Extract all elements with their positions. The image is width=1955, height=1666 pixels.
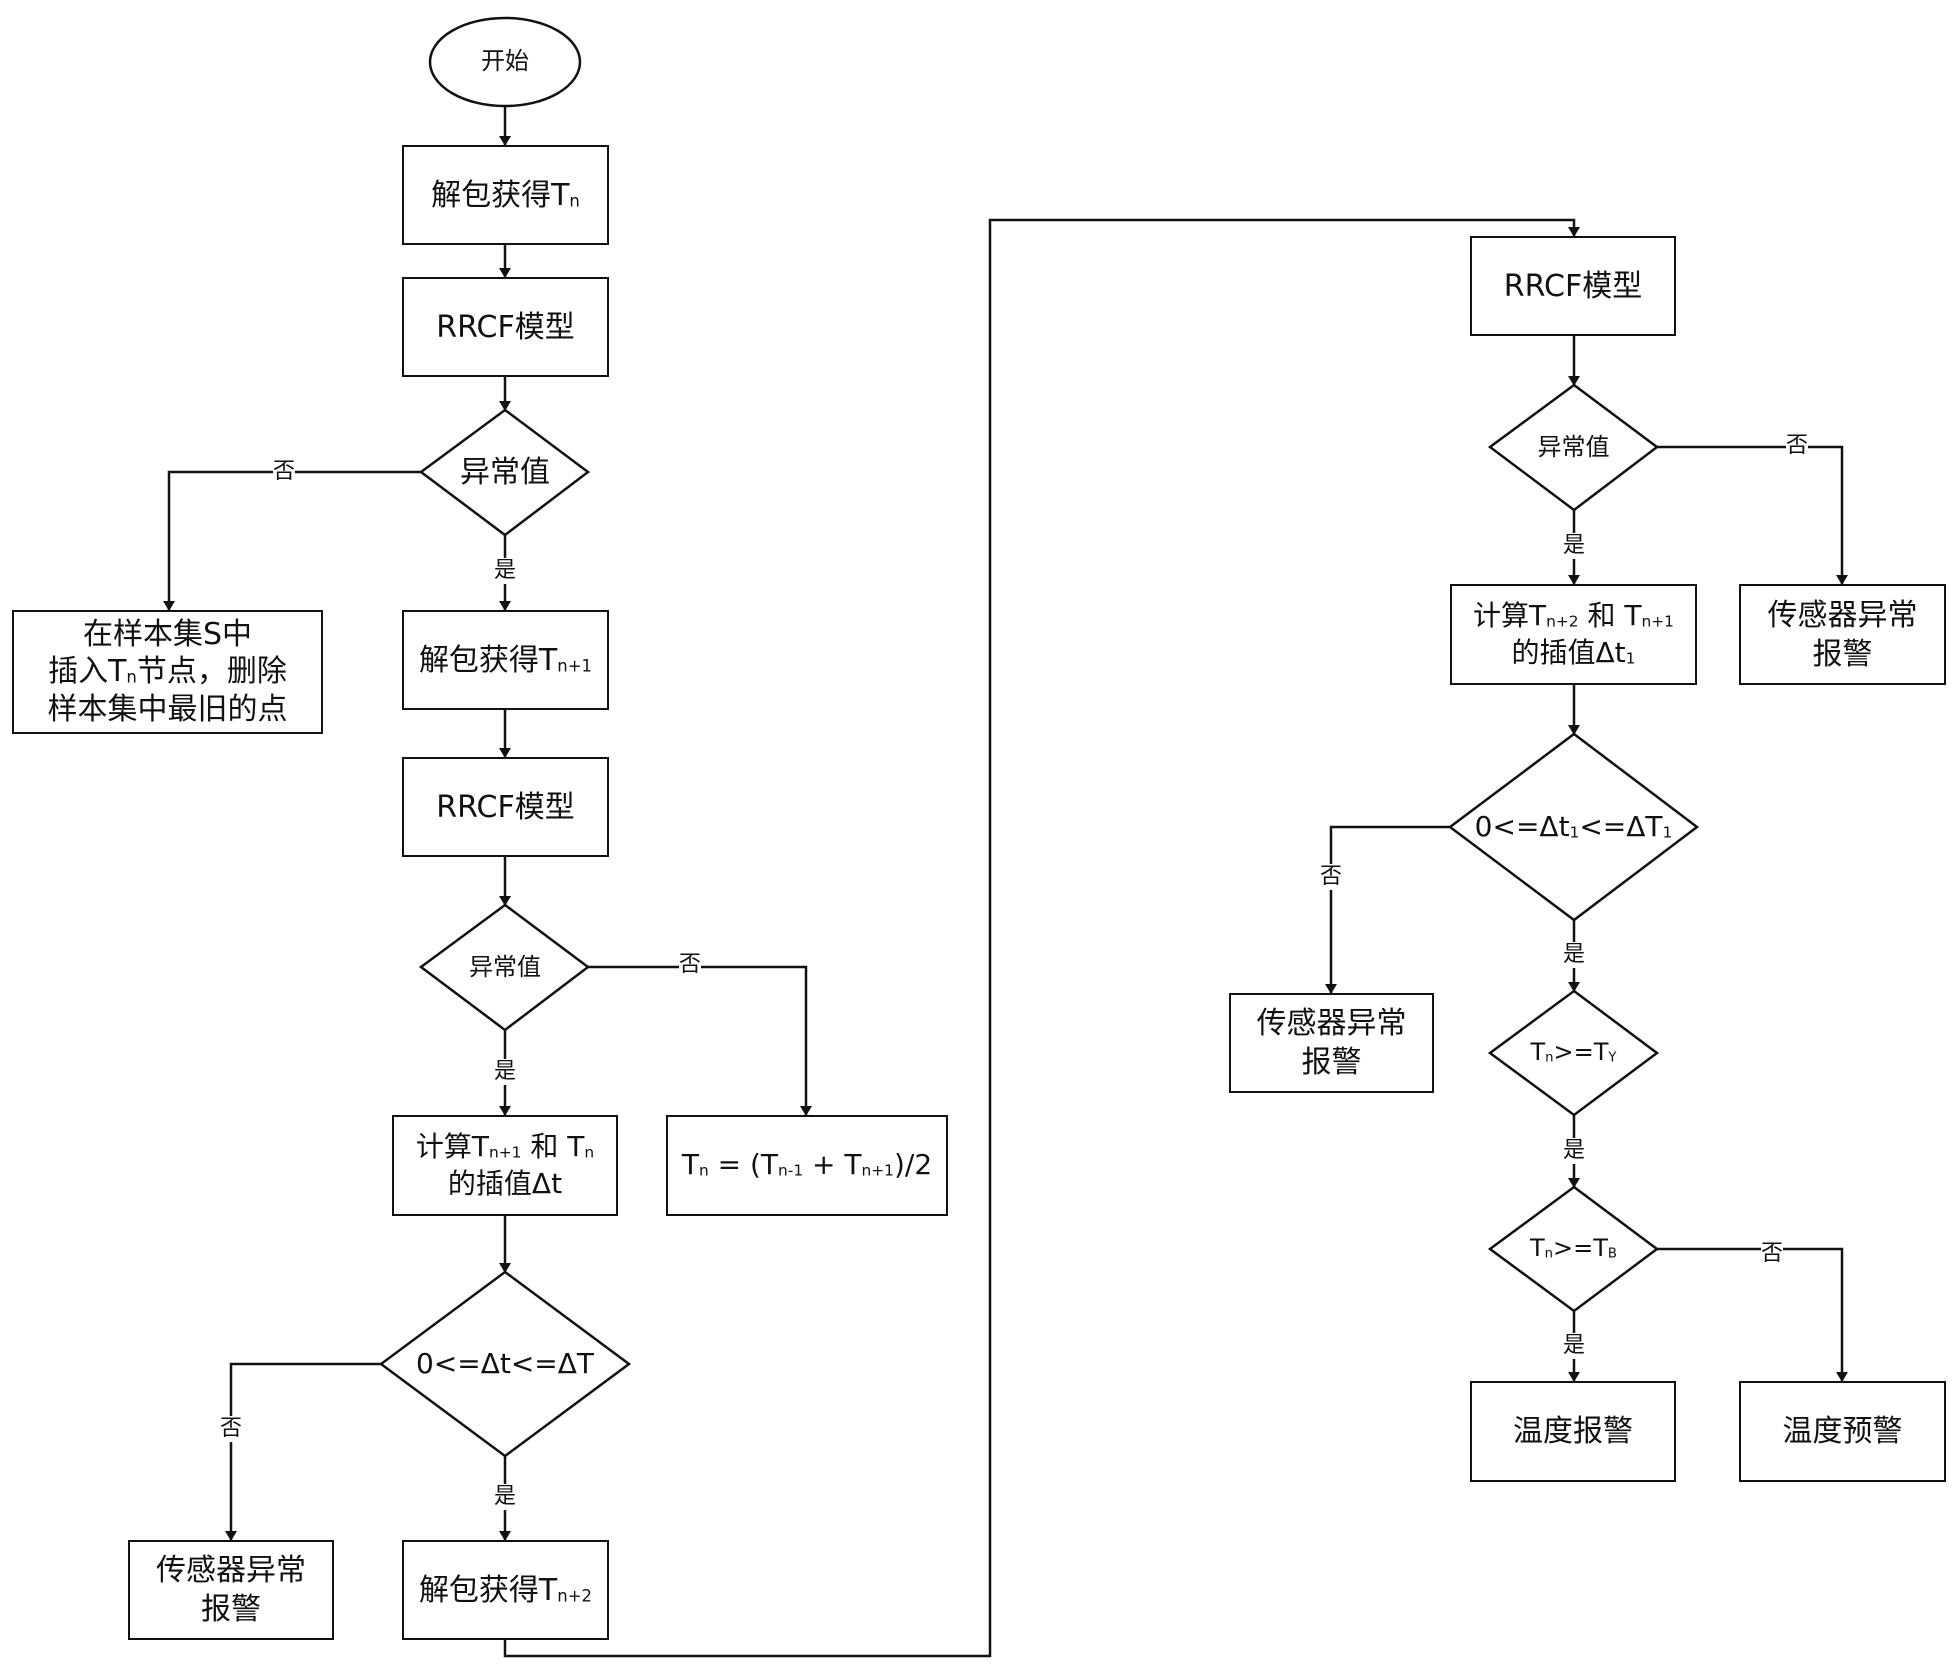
edge-label-yes: 是 bbox=[493, 1484, 517, 1510]
edge-range2-no bbox=[1325, 825, 1450, 994]
sensor-alarm-1-line2: 报警 bbox=[201, 1592, 261, 1627]
calc-dt1-line2: 的插值Δt1 bbox=[1511, 635, 1636, 669]
replace-tn-formula: Tn = (Tn-1 + Tn+1)/2 bbox=[681, 1148, 933, 1182]
sensor-alarm-3-line1: 传感器异常 bbox=[1256, 1006, 1407, 1041]
edge-anomaly1-no bbox=[163, 470, 421, 611]
insert-sample-line2: 插入Tn节点，删除 bbox=[48, 654, 287, 690]
anomaly-label-2: 异常值 bbox=[469, 952, 541, 981]
compare-tb-label: Tn>=TB bbox=[1530, 1234, 1617, 1263]
calc-dt-line1: 计算Tn+1 和 Tn bbox=[415, 1130, 595, 1164]
edge-unpack2-to-rrcf3 bbox=[503, 218, 1580, 1658]
unpack-tn1-box: 解包获得Tn+1 bbox=[402, 610, 609, 710]
compare-ty-label: Tn>=TY bbox=[1530, 1038, 1617, 1067]
calc-dt1-box: 计算Tn+2 和 Tn+1 的插值Δt1 bbox=[1450, 584, 1697, 685]
unpack-tn2-label: 解包获得Tn+2 bbox=[418, 1572, 593, 1608]
anomaly-label-3: 异常值 bbox=[1537, 432, 1610, 461]
anomaly-label-1: 异常值 bbox=[460, 455, 550, 490]
insert-sample-line1: 在样本集S中 bbox=[82, 616, 253, 652]
anomaly-decision-3: 异常值 bbox=[1490, 385, 1657, 510]
sensor-alarm-2-line2: 报警 bbox=[1812, 636, 1873, 672]
edge-label-no: 否 bbox=[219, 1416, 243, 1442]
rrcf-model-label-3: RRCF模型 bbox=[1503, 268, 1643, 304]
compare-ty-decision: Tn>=TY bbox=[1490, 991, 1657, 1115]
sensor-alarm-box-3: 传感器异常 报警 bbox=[1229, 993, 1434, 1093]
edge-label-yes: 是 bbox=[1562, 942, 1586, 968]
edge-range1-no bbox=[225, 1362, 381, 1541]
unpack-tn-label: 解包获得Tn bbox=[431, 177, 580, 213]
range-check-decision-1: 0<=Δt<=ΔT bbox=[381, 1272, 629, 1456]
rrcf-model-label-1: RRCF模型 bbox=[436, 309, 575, 345]
unpack-tn-box: 解包获得Tn bbox=[402, 145, 609, 245]
edge-tb-no bbox=[1657, 1247, 1848, 1382]
insert-sample-line3: 样本集中最旧的点 bbox=[47, 691, 288, 727]
start-terminal: 开始 bbox=[430, 18, 580, 106]
edge-label-no: 否 bbox=[272, 459, 296, 485]
sensor-alarm-box-1: 传感器异常 报警 bbox=[128, 1540, 334, 1640]
temp-warning-box: 温度预警 bbox=[1739, 1381, 1946, 1482]
edge-label-yes: 是 bbox=[1562, 1333, 1586, 1359]
insert-sample-box: 在样本集S中 插入Tn节点，删除 样本集中最旧的点 bbox=[12, 610, 323, 734]
edge-label-no: 否 bbox=[1760, 1241, 1784, 1267]
anomaly-decision-2: 异常值 bbox=[421, 905, 589, 1030]
rrcf-model-box-1: RRCF模型 bbox=[402, 277, 609, 377]
sensor-alarm-box-2: 传感器异常 报警 bbox=[1739, 584, 1946, 685]
anomaly-decision-1: 异常值 bbox=[421, 410, 589, 535]
start-label: 开始 bbox=[481, 47, 529, 76]
edge-label-no: 否 bbox=[678, 952, 702, 978]
range-check-label-2: 0<=Δt1<=ΔT1 bbox=[1474, 809, 1673, 843]
sensor-alarm-3-line2: 报警 bbox=[1301, 1045, 1362, 1080]
rrcf-model-box-2: RRCF模型 bbox=[402, 757, 609, 857]
sensor-alarm-1-line1: 传感器异常 bbox=[156, 1553, 306, 1588]
edge-anomaly3-no bbox=[1657, 445, 1848, 585]
edge-label-no: 否 bbox=[1785, 433, 1809, 459]
unpack-tn2-box: 解包获得Tn+2 bbox=[402, 1540, 609, 1640]
calc-dt-line2: 的插值Δt bbox=[447, 1166, 563, 1200]
rrcf-model-label-2: RRCF模型 bbox=[436, 789, 575, 825]
unpack-tn1-label: 解包获得Tn+1 bbox=[418, 642, 593, 678]
replace-tn-box: Tn = (Tn-1 + Tn+1)/2 bbox=[666, 1115, 948, 1216]
temp-alarm-box: 温度报警 bbox=[1470, 1381, 1676, 1482]
calc-dt-box: 计算Tn+1 和 Tn 的插值Δt bbox=[392, 1115, 618, 1216]
edge-label-yes: 是 bbox=[1562, 1138, 1586, 1164]
range-check-decision-2: 0<=Δt1<=ΔT1 bbox=[1450, 734, 1697, 920]
temp-alarm-label: 温度报警 bbox=[1513, 1414, 1633, 1449]
edge-label-yes: 是 bbox=[493, 558, 517, 584]
calc-dt1-line1: 计算Tn+2 和 Tn+1 bbox=[1473, 599, 1674, 633]
rrcf-model-box-3: RRCF模型 bbox=[1470, 236, 1676, 336]
compare-tb-decision: Tn>=TB bbox=[1490, 1187, 1657, 1311]
edge-label-no: 否 bbox=[1319, 864, 1343, 890]
edge-label-yes: 是 bbox=[1562, 533, 1586, 559]
temp-warning-label: 温度预警 bbox=[1782, 1414, 1903, 1449]
edge-anomaly2-no bbox=[588, 965, 812, 1116]
sensor-alarm-2-line1: 传感器异常 bbox=[1767, 597, 1918, 633]
edge-label-yes: 是 bbox=[493, 1059, 517, 1085]
range-check-label-1: 0<=Δt<=ΔT bbox=[415, 1346, 595, 1380]
